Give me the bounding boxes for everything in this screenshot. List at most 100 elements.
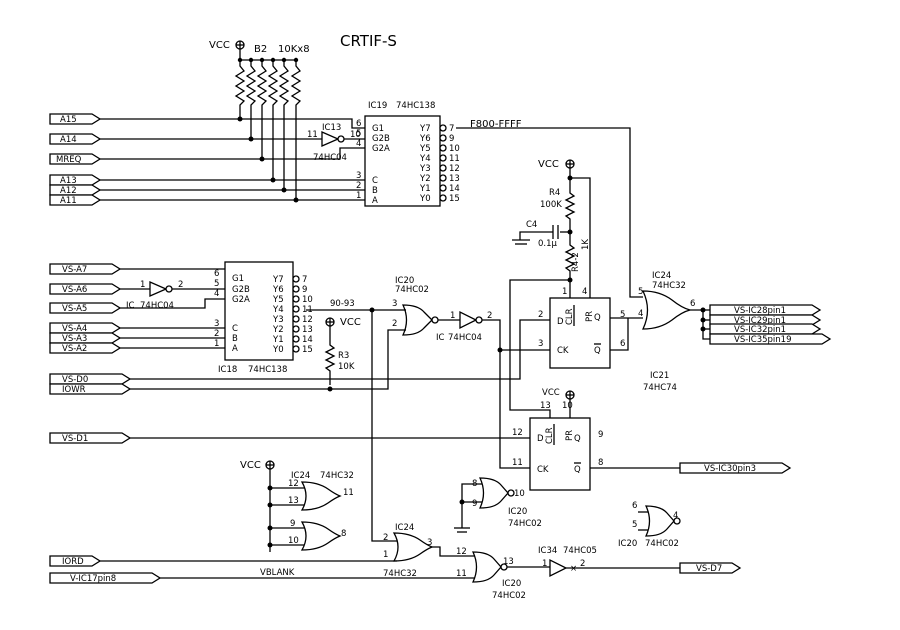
b2-resistor xyxy=(234,60,246,110)
output-y3: Y3 xyxy=(419,164,431,174)
signal-iowr: IOWR xyxy=(62,385,86,395)
ic21a-pr: PR xyxy=(585,311,595,322)
signal-vs-a4: VS-A4 xyxy=(62,324,87,334)
pin-num: 10 xyxy=(562,401,573,411)
signal-a11 xyxy=(49,194,102,206)
pin-num: 7 xyxy=(302,275,307,285)
vcc-label: VCC xyxy=(209,40,230,51)
pin-num: 9 xyxy=(449,134,454,144)
ic21a-qn: Q xyxy=(594,346,601,356)
pin-num: 15 xyxy=(302,345,313,355)
pin-num: 11 xyxy=(456,569,467,579)
ic20a-type: 74HC02 xyxy=(395,285,429,295)
pin-num: 9 xyxy=(302,285,307,295)
inversion-bubble xyxy=(439,154,447,162)
r4-value: 100K xyxy=(540,200,562,210)
output-y4: Y4 xyxy=(419,154,431,164)
pin-num: 10 xyxy=(514,489,525,499)
pin-num: 14 xyxy=(449,184,460,194)
pin-num: 4 xyxy=(673,511,678,521)
ic21-ref: IC21 xyxy=(650,371,669,381)
ic20c-ref: IC20 xyxy=(508,507,527,517)
ic21b-pr: PR xyxy=(565,430,575,441)
schematic-title: CRTIF-S xyxy=(340,32,397,50)
inversion-bubble xyxy=(439,184,447,192)
signal-a15 xyxy=(49,113,102,125)
b2-resistor xyxy=(256,60,268,110)
signal-iord: IORD xyxy=(62,557,84,567)
pin-num: 8 xyxy=(598,458,603,468)
pin-num: 9 xyxy=(598,430,603,440)
ic19-g2b: G2B xyxy=(372,134,390,144)
signal-vs-d7-label: VS-D7 xyxy=(696,564,722,574)
pin-num: 2 xyxy=(580,559,585,569)
pin-num: 4 xyxy=(356,139,361,149)
signal-vs-a5: VS-A5 xyxy=(62,304,87,314)
ic20d-type: 74HC02 xyxy=(645,539,679,549)
output-y0: Y0 xyxy=(419,194,431,204)
ic21-flipflop-a: D CK Q Q CLR PR 2 3 5 6 1 4 IC21 74HC74 xyxy=(538,287,677,393)
ic19-address-range: F800-FFFF xyxy=(470,119,522,130)
signal-vblank: VBLANK xyxy=(260,568,295,578)
output-y7: Y7 xyxy=(419,124,431,134)
b2-resistor-network: VCC B2 10Kx8 xyxy=(209,40,310,110)
r4-2-ref: R4-2 xyxy=(571,252,581,272)
c4-ref: C4 xyxy=(526,220,537,230)
b2-resistor xyxy=(245,60,257,110)
junction-dot xyxy=(270,57,276,63)
ic04-inverter-a: 1 2 IC 74HC04 xyxy=(126,280,225,311)
r3-vcc-label: VCC xyxy=(340,317,361,328)
ic18-a: A xyxy=(232,344,238,354)
ic18-g1: G1 xyxy=(232,274,244,284)
pin-num: 13 xyxy=(449,174,460,184)
vs-outputs: VS-IC28pin1 VS-IC29pin1 VS-IC32pin1 VS-I… xyxy=(709,304,832,345)
inv-a-type: 74HC04 xyxy=(140,301,174,311)
ic18-ref: IC18 xyxy=(218,365,237,375)
pin-num: 12 xyxy=(302,315,313,325)
ic19-type: 74HC138 xyxy=(396,101,435,111)
pin-num: 1 xyxy=(356,191,361,201)
pin-num: 4 xyxy=(214,289,219,299)
inversion-bubble xyxy=(439,194,447,202)
junction-dot xyxy=(248,57,254,63)
ic18-g2a: G2A xyxy=(232,295,250,305)
ic20-nor-d: 6 5 4 IC20 74HC02 xyxy=(618,501,681,549)
ic24b-ref: IC24 xyxy=(291,471,310,481)
pin-num: 6 xyxy=(690,299,695,309)
signal-a14 xyxy=(49,133,102,145)
pin-num: 2 xyxy=(538,310,543,320)
pin-num: 10 xyxy=(449,144,460,154)
ic19-a: A xyxy=(372,196,378,206)
ic18-b: B xyxy=(232,334,238,344)
ic20c-type: 74HC02 xyxy=(508,519,542,529)
pin-num: 5 xyxy=(632,520,637,530)
c4-value: 0.1μ xyxy=(538,239,558,249)
pin-num: 12 xyxy=(512,428,523,438)
ic19-b: B xyxy=(372,186,378,196)
ic20-nor-c: 8 9 10 IC20 74HC02 xyxy=(454,477,542,533)
signal-vs-a3: VS-A3 xyxy=(62,334,87,344)
output-y5: Y5 xyxy=(419,144,431,154)
ic21a-ck: CK xyxy=(557,346,569,356)
output-y3: Y3 xyxy=(272,315,284,325)
pin-num: 1 xyxy=(450,311,455,321)
ic24a-type: 74HC32 xyxy=(652,281,686,291)
b2-resistor xyxy=(290,60,302,110)
ic24b-type: 74HC32 xyxy=(320,471,354,481)
ic21-flipflop-b: VCC D CK Q Q CLR PR 12 11 9 8 13 10 xyxy=(512,388,680,491)
output-y5: Y5 xyxy=(272,295,284,305)
ic21a-d: D xyxy=(557,317,564,327)
inv-a-pin-out: 2 xyxy=(178,280,183,290)
ic13-pin-out: 10 xyxy=(350,130,361,140)
address-inputs: A15 A14 MREQ A13 A12 A11 xyxy=(49,113,102,206)
pin-num: 2 xyxy=(392,319,397,329)
ic20-nor-b: 12 11 13 IC20 74HC02 xyxy=(456,547,550,601)
output-y0: Y0 xyxy=(272,345,284,355)
signal-v-ic17: V-IC17pin8 xyxy=(70,574,116,584)
signal-vs-ic29: VS-IC29pin1 xyxy=(734,316,786,326)
pin-num: 7 xyxy=(449,124,454,134)
inversion-bubble xyxy=(439,174,447,182)
r4-c4-network: VCC R4 100K C4 0.1μ R4-2 1K xyxy=(509,159,591,418)
pin-num: 2 xyxy=(214,329,219,339)
